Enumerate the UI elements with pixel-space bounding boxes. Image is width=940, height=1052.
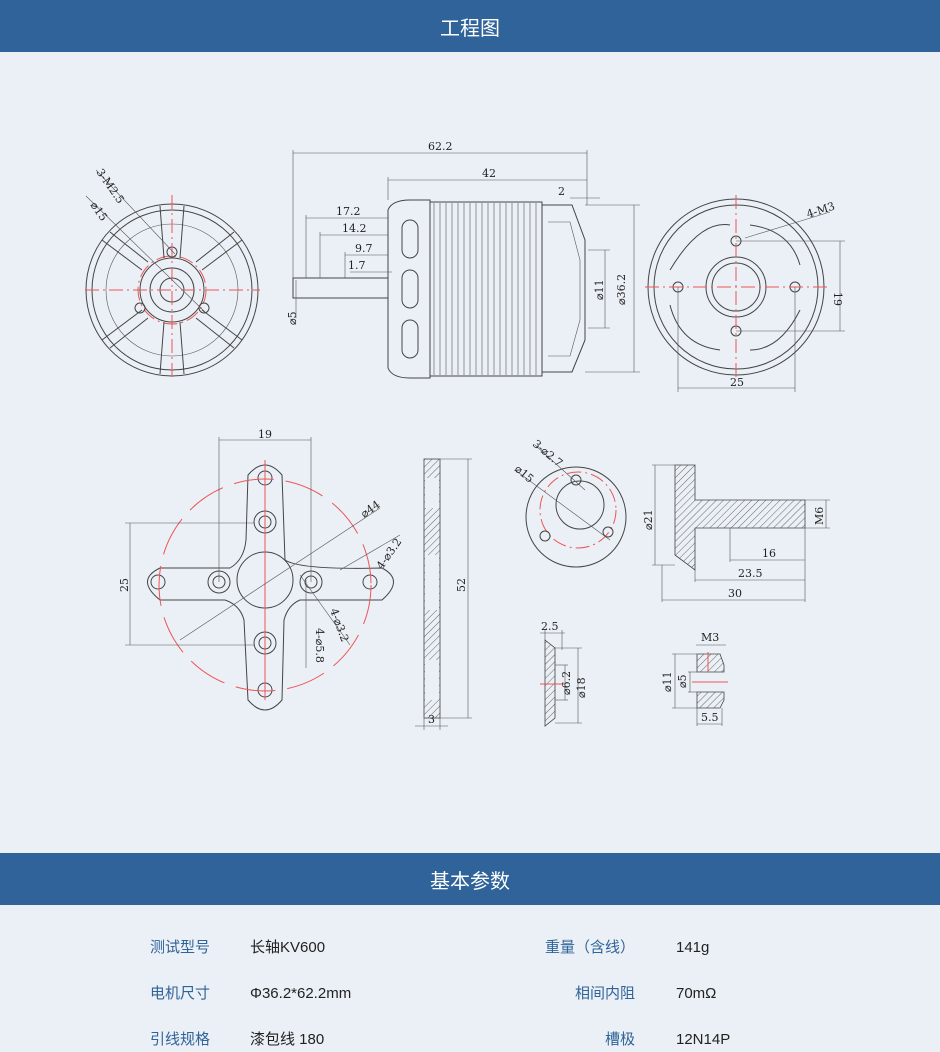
param-label: 引线规格 (150, 1031, 211, 1048)
dim-mount-hole-b: 4-⌀3.2 (327, 607, 351, 644)
dim-adapter-dia: ⌀15 (512, 462, 536, 485)
dim-prop-21: ⌀21 (642, 509, 655, 530)
param-value: Φ36.2*62.2mm (250, 985, 352, 1002)
dim-length-9-7: 9.7 (355, 242, 373, 255)
front-view: 3-M2.5 ⌀15 (85, 166, 260, 380)
dim-length-14-2: 14.2 (342, 222, 367, 235)
dim-collar-5-5: 5.5 (701, 711, 719, 724)
dim-length-body: 42 (482, 167, 496, 180)
dim-washer-2-5: 2.5 (541, 620, 559, 633)
dim-washer-18: ⌀18 (575, 677, 588, 698)
dim-mount-hole-a: 4-⌀3.2 (374, 536, 405, 572)
dim-rear-25: 25 (730, 376, 744, 389)
dim-prop-23-5: 23.5 (738, 567, 763, 580)
dim-mount-44: ⌀44 (358, 498, 382, 520)
adapter-view: 3-⌀2.7 ⌀15 (512, 437, 627, 568)
dim-prop-m6: M6 (813, 507, 826, 525)
washer-view: 2.5 ⌀6.2 ⌀18 (540, 620, 588, 727)
section-title: 基本参数 (430, 870, 510, 893)
param-label: 电机尺寸 (150, 985, 211, 1002)
engineering-drawing: 3-M2.5 ⌀15 62.2 42 2 17.2 14.2 9.7 (85, 140, 845, 730)
basic-params-header: 基本参数 (0, 853, 940, 905)
plate-side-view: 52 3 (415, 458, 472, 730)
x-mount-view: 19 25 ⌀44 4-⌀3.2 4-⌀3.2 4-⌀5.8 (118, 428, 405, 711)
dim-prop-16: 16 (762, 547, 776, 560)
param-label: 相间内阻 (574, 985, 635, 1002)
prop-shaft-view: ⌀21 M6 16 23.5 30 (642, 464, 830, 602)
param-value: 70mΩ (676, 985, 717, 1002)
dim-length-2: 2 (558, 185, 565, 198)
dim-adapter-holes: 3-⌀2.7 (530, 437, 565, 469)
dim-length-1-7: 1.7 (348, 259, 366, 272)
section-title: 工程图 (440, 17, 500, 40)
dim-length-total: 62.2 (428, 140, 453, 153)
dim-plate-52: 52 (455, 578, 468, 592)
dim-rear-19: 19 (831, 292, 844, 306)
side-view: 62.2 42 2 17.2 14.2 9.7 1.7 ⌀5 ⌀11 ⌀36.2 (286, 140, 640, 379)
param-row: 引线规格 漆包线 180 槽极 12N14P (0, 1028, 940, 1052)
dim-collar-5: ⌀5 (676, 674, 689, 688)
dim-washer-6-2: ⌀6.2 (560, 671, 573, 695)
dim-mount-25: 25 (118, 578, 131, 592)
dim-mount-19: 19 (258, 428, 272, 441)
dim-length-17-2: 17.2 (336, 205, 361, 218)
dim-dia-36-2: ⌀36.2 (615, 274, 628, 305)
dim-mount-hole-c: 4-⌀5.8 (313, 628, 326, 663)
dim-collar-m3: M3 (701, 631, 719, 644)
rear-view: 4-M3 19 25 (645, 195, 845, 392)
param-value: 12N14P (676, 1031, 731, 1048)
dim-rear-thread: 4-M3 (805, 200, 837, 221)
dim-shaft-dia: ⌀5 (286, 311, 299, 325)
param-label: 槽极 (604, 1031, 635, 1048)
param-value: 漆包线 180 (250, 1031, 325, 1048)
dim-front-dia: ⌀15 (88, 199, 110, 223)
param-value: 141g (676, 939, 710, 956)
collar-view: M3 ⌀11 ⌀5 5.5 (661, 631, 728, 726)
param-value: 长轴KV600 (250, 939, 326, 956)
param-label: 重量（含线） (544, 939, 635, 956)
dim-prop-30: 30 (728, 587, 742, 600)
dim-collar-11: ⌀11 (661, 671, 674, 692)
param-row: 电机尺寸 Φ36.2*62.2mm 相间内阻 70mΩ (0, 982, 940, 1006)
dim-plate-3: 3 (428, 713, 435, 726)
param-label: 测试型号 (150, 939, 211, 956)
engineering-drawing-header: 工程图 (0, 0, 940, 52)
dim-dia-11: ⌀11 (593, 279, 606, 300)
param-row: 测试型号 长轴KV600 重量（含线） 141g (0, 936, 940, 960)
